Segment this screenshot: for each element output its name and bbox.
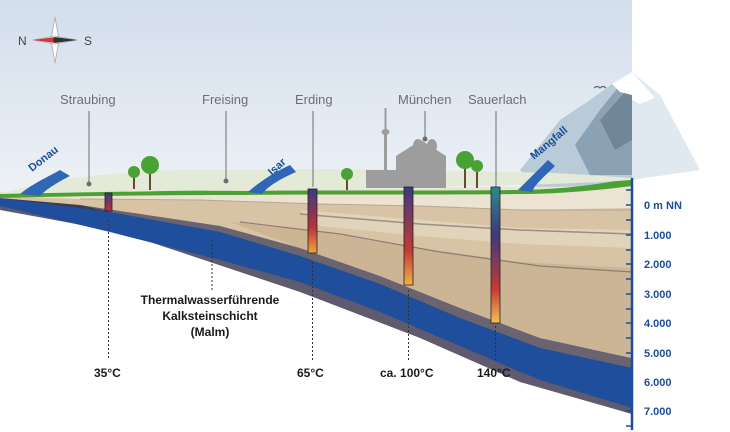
layer-label-line-1: Thermalwasserführende bbox=[141, 293, 280, 307]
temperature-leader-lines bbox=[108, 220, 496, 360]
trees bbox=[128, 151, 483, 190]
town-label-freising: Freising bbox=[202, 92, 248, 107]
depth-tick-1000: 1.000 bbox=[644, 230, 672, 242]
town-label-erding: Erding bbox=[295, 92, 333, 107]
borehole-muenchen bbox=[403, 186, 414, 286]
grass-strip bbox=[0, 178, 632, 198]
temperature-label-sauerlach: 140°C bbox=[477, 366, 511, 380]
compass-north-label: N bbox=[18, 34, 27, 48]
town-leader-lines bbox=[86, 111, 497, 188]
town-label-sauerlach: Sauerlach bbox=[468, 92, 527, 107]
borehole-erding bbox=[307, 188, 318, 254]
compass-rose-icon bbox=[32, 16, 78, 64]
town-label-straubing: Straubing bbox=[60, 92, 116, 107]
depth-tick-4000: 4.000 bbox=[644, 318, 672, 330]
river-donau-shape bbox=[20, 170, 70, 196]
borehole-straubing bbox=[104, 192, 113, 212]
river-mangfall-shape bbox=[518, 160, 555, 192]
temperature-label-straubing: 35°C bbox=[94, 366, 121, 380]
temperature-label-muenchen: ca. 100°C bbox=[380, 366, 434, 380]
layer-label-line-2: Kalksteinschicht bbox=[162, 309, 257, 323]
layer-label-line-3: (Malm) bbox=[191, 325, 230, 339]
depth-tick-3000: 3.000 bbox=[644, 289, 672, 301]
depth-tick-6000: 6.000 bbox=[644, 377, 672, 389]
depth-tick-7000: 7.000 bbox=[644, 406, 672, 418]
bird-icon bbox=[593, 85, 607, 89]
compass-south-label: S bbox=[84, 34, 92, 48]
river-isar-shape bbox=[248, 165, 296, 194]
temperature-label-erding: 65°C bbox=[297, 366, 324, 380]
hills bbox=[0, 169, 632, 194]
depth-tick-5000: 5.000 bbox=[644, 348, 672, 360]
borehole-sauerlach bbox=[490, 186, 501, 324]
depth-tick-0: 0 m NN bbox=[644, 200, 682, 212]
depth-axis: 0 m NN 1.000 2.000 3.000 4.000 5.000 6.0… bbox=[626, 178, 682, 430]
depth-tick-2000: 2.000 bbox=[644, 259, 672, 271]
munich-skyline bbox=[366, 108, 446, 188]
town-label-muenchen: München bbox=[398, 92, 451, 107]
